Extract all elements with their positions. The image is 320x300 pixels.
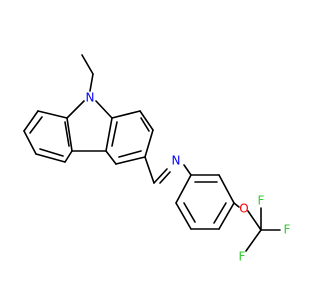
bond-ar-inner-3 [183,202,196,223]
bond-left-inner-3 [64,121,70,147]
bond-right-inner-3 [118,150,142,158]
bond-c-f-left [245,229,262,252]
atom-label-f-top: F [258,194,265,208]
bond-c8a-c4b [66,117,73,152]
bond-n-aryl [183,164,192,176]
bond-c4-c4a [105,150,117,165]
bond-ar-2 [218,174,235,204]
bond-c1-c2 [139,110,154,131]
bond-ch-n-1 [153,168,168,184]
bond-c5-c4b [64,150,73,163]
bond-c4a-c9a [105,117,113,152]
bond-ar-inner-2 [213,202,227,224]
bond-ch-n-2 [159,171,171,184]
molecule-structure: N N O F F F [23,54,291,264]
atom-label-f-right: F [284,223,291,237]
bond-right-inner-1 [111,121,118,147]
bond-c6-c5 [35,153,66,163]
bond-c3-c4 [115,156,146,165]
bond-c2-c3 [144,129,154,158]
bond-left-inner-1 [29,116,43,134]
bond-n-c9a [95,100,113,119]
bond-c3-ch [144,156,155,184]
atom-label-f-left: F [239,250,246,264]
bond-n-c8a [66,100,85,119]
bond-ar-o [233,202,240,208]
bond-ar-5 [175,202,192,230]
bond-left-inner-2 [39,148,64,157]
structure-canvas: N N O F F F [23,54,291,264]
bond-o-cf3 [247,210,262,231]
bond-c8-c7 [23,110,39,132]
atom-label-o-ether: O [239,202,248,216]
atom-label-n-carbazole: N [86,91,95,105]
bond-ethyl-ch2 [89,73,94,92]
bond-ar-3 [218,202,235,230]
bond-c7-c6 [23,130,37,155]
bond-ethyl-ch3 [81,54,94,75]
bond-ar-6 [175,174,192,204]
bond-right-inner-2 [140,117,150,132]
atom-label-n-imine: N [172,154,181,168]
bond-c9a-c1 [111,110,141,119]
bond-c8a-c8 [37,110,68,119]
